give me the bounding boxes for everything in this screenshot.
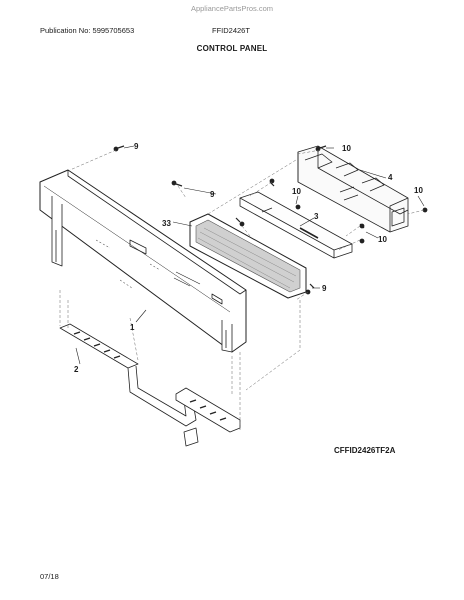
screw-parts xyxy=(113,145,428,295)
part-33-display-window[interactable] xyxy=(189,213,307,299)
part-4-housing[interactable] xyxy=(297,145,409,233)
publication-number: Publication No: 5995705653 xyxy=(40,26,135,35)
section-title: CONTROL PANEL xyxy=(196,44,268,53)
part-3-control-board[interactable] xyxy=(239,191,353,259)
site-watermark: AppliancePartsPros.com xyxy=(190,4,274,13)
callout-33: 33 xyxy=(162,219,171,228)
callout-9-top: 9 xyxy=(134,142,139,151)
callout-9-middle: 9 xyxy=(210,190,215,199)
callout-3: 3 xyxy=(314,212,319,221)
callout-10-right: 10 xyxy=(414,186,423,195)
part-1-control-panel[interactable] xyxy=(39,169,247,353)
callout-10-middle: 10 xyxy=(292,187,301,196)
figure-code: CFFID2426TF2A xyxy=(334,446,396,455)
callout-4: 4 xyxy=(388,173,393,182)
model-number: FFID2426T xyxy=(212,26,250,35)
callout-10-top: 10 xyxy=(342,144,351,153)
callout-labels: 9 9 9 10 10 10 10 33 4 3 1 2 xyxy=(74,142,423,374)
footer-date: 07/18 xyxy=(40,572,59,581)
callout-leaders xyxy=(75,145,425,365)
callout-9-lower: 9 xyxy=(322,284,327,293)
part-2-ribbon-cable[interactable] xyxy=(59,323,241,447)
assembly-guide-lines xyxy=(59,149,425,430)
callout-1: 1 xyxy=(130,323,135,332)
callout-10-lower: 10 xyxy=(378,235,387,244)
callout-2: 2 xyxy=(74,365,79,374)
